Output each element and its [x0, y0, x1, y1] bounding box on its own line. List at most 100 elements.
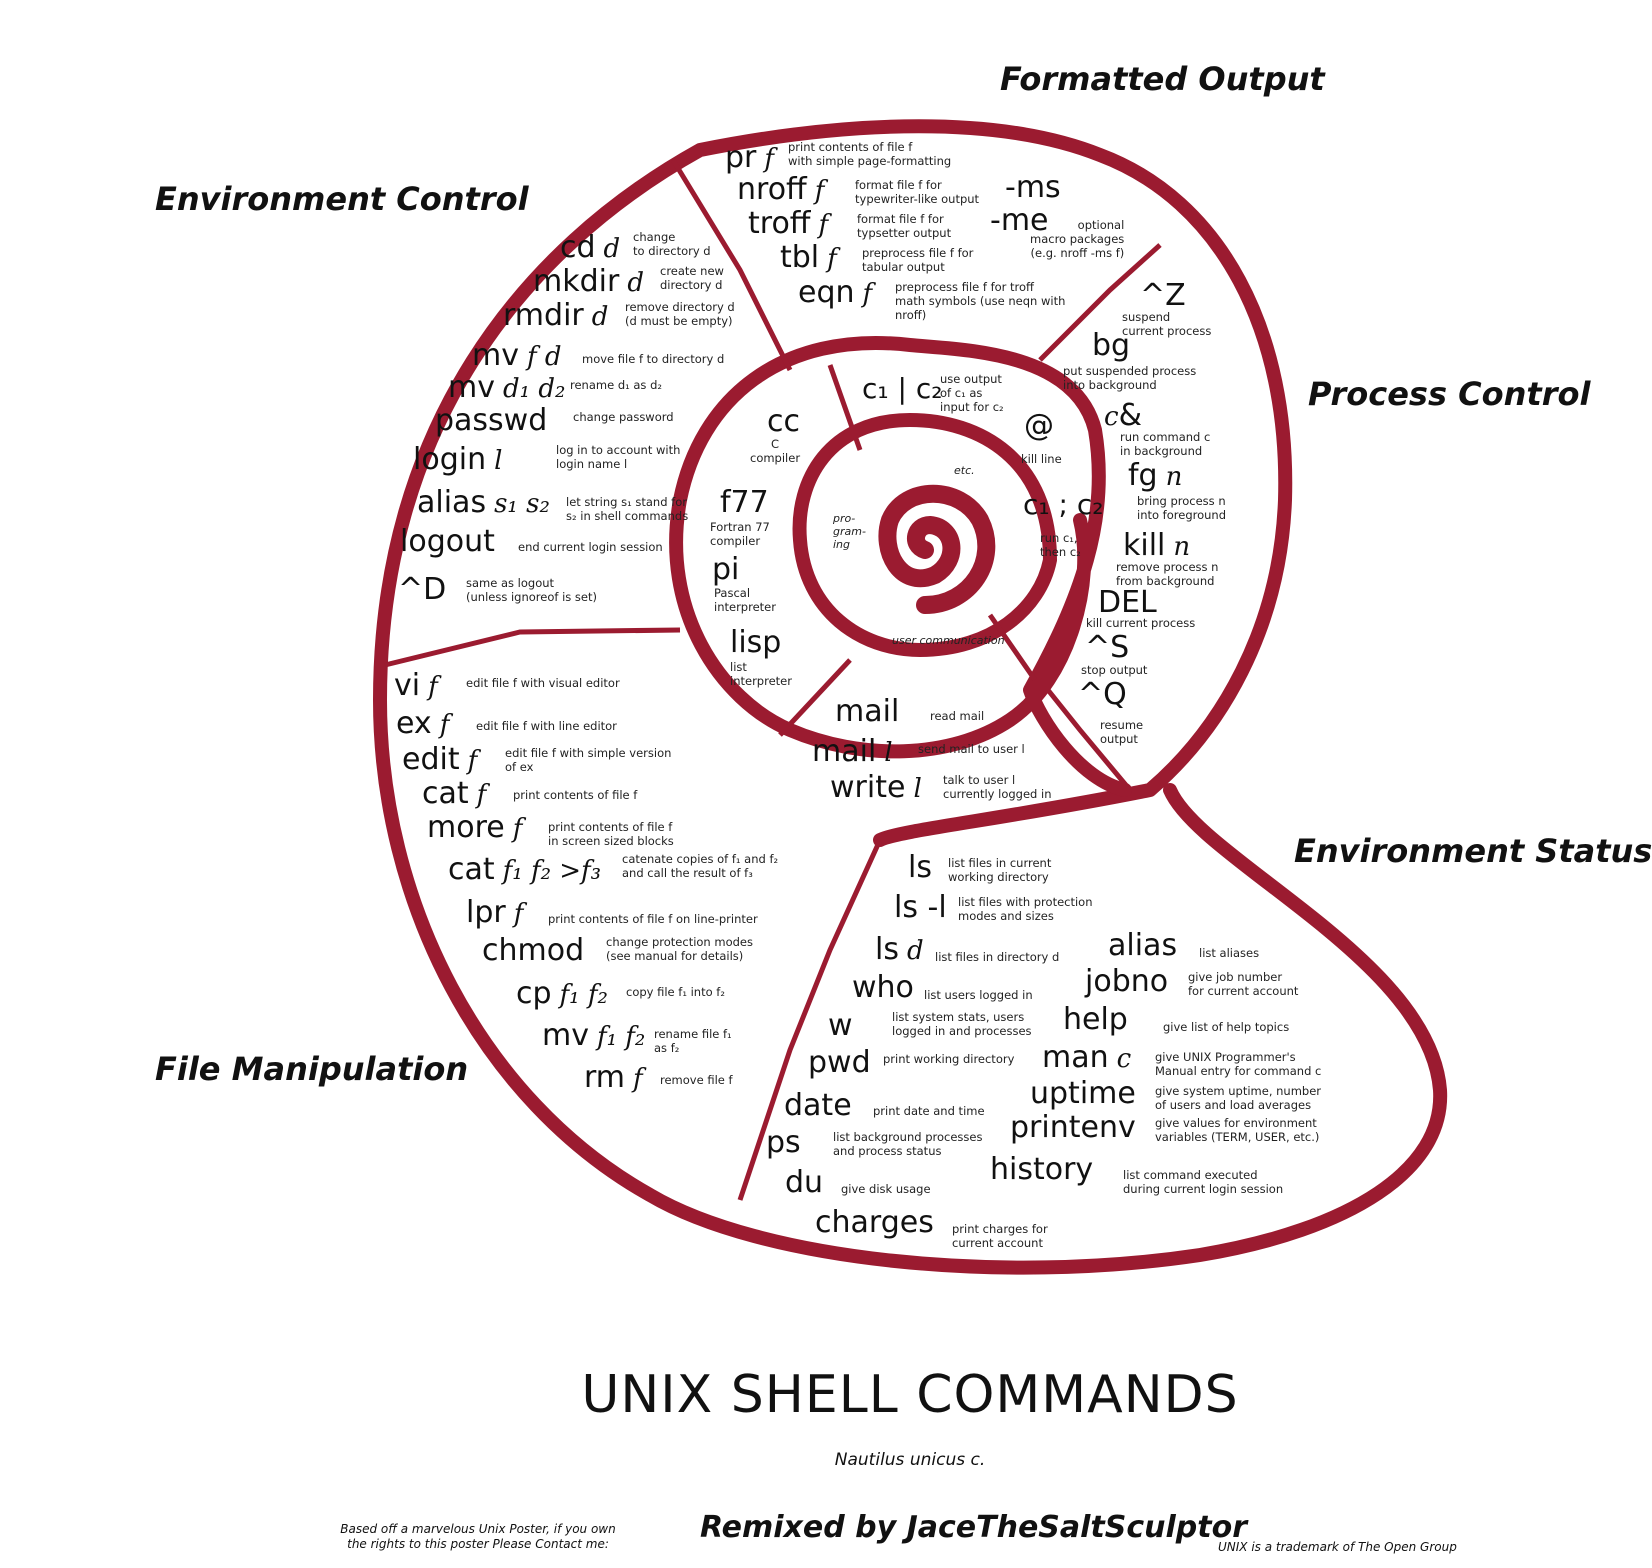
cmd-printenv: printenv	[1010, 1110, 1136, 1145]
desc-cp: copy file f₁ into f₂	[626, 985, 725, 999]
section-environment-status: Environment Status	[1294, 832, 1652, 870]
cmd-del: DEL	[1098, 585, 1157, 620]
desc-f77: Fortran 77 compiler	[710, 520, 770, 548]
desc-jobno: give job number for current account	[1188, 970, 1299, 998]
desc-bg: put suspended process into background	[1063, 364, 1197, 392]
desc-date: print date and time	[873, 1104, 985, 1118]
desc-edit: edit file f with simple version of ex	[505, 746, 672, 774]
cmd-ctrl-q: ^Q	[1078, 677, 1127, 712]
cmd-ctrl-d: ^D	[398, 572, 447, 607]
desc-mail-l: send mail to user l	[918, 742, 1025, 756]
cmd-ls: ls	[908, 850, 932, 885]
desc-chmod: change protection modes (see manual for …	[606, 935, 753, 963]
desc-cc: C compiler	[750, 437, 801, 465]
cmd-pipe: c₁ | c₂	[862, 372, 943, 405]
desc-rm: remove file f	[660, 1073, 733, 1087]
desc-cat3: catenate copies of f₁ and f₂ and call th…	[622, 852, 779, 880]
desc-ctrl-z: suspend current process	[1122, 310, 1212, 338]
inner-whorl	[792, 413, 1057, 657]
desc-ctrl-d: same as logout (unless ignoreof is set)	[466, 576, 597, 604]
desc-mv-ff: rename file f₁ as f₂	[654, 1027, 732, 1055]
cmd-jobno: jobno	[1085, 964, 1169, 999]
desc-pwd: print working directory	[883, 1052, 1015, 1066]
desc-uptime: give system uptime, number of users and …	[1155, 1084, 1322, 1112]
desc-ex: edit file f with line editor	[476, 719, 617, 733]
cmd-ls-l: ls -l	[894, 890, 947, 925]
poster-subtitle: Nautilus unicus c.	[834, 1450, 986, 1470]
trademark-note: UNIX is a trademark of The Open Group	[1218, 1540, 1457, 1554]
desc-lpr: print contents of file f on line-printer	[548, 912, 758, 926]
desc-cd: change to directory d	[633, 230, 711, 258]
cmd-du: du	[785, 1165, 824, 1200]
outer-shell-outline	[373, 119, 1448, 1275]
desc-me: optional macro packages (e.g. nroff -ms …	[1030, 218, 1125, 260]
label-user-communication: user communication	[892, 634, 1005, 647]
desc-pipe: use output of c₁ as input for c₂	[940, 372, 1004, 414]
septum-inner-2	[778, 658, 852, 737]
desc-help: give list of help topics	[1163, 1020, 1290, 1034]
desc-cat: print contents of file f	[513, 788, 638, 802]
cmd-ctrl-s: ^S	[1085, 630, 1130, 665]
cmd-passwd: passwd	[435, 403, 548, 438]
cmd-me: -me	[990, 203, 1049, 238]
desc-login: log in to account with login name l	[556, 443, 681, 471]
desc-man: give UNIX Programmer's Manual entry for …	[1155, 1050, 1322, 1078]
desc-nroff: format file f for typewriter-like output	[855, 178, 980, 206]
label-etc: etc.	[954, 464, 975, 477]
cmd-amp: c&	[1104, 398, 1142, 433]
cmd-who: who	[852, 970, 914, 1005]
cmd-ms: -ms	[1005, 170, 1061, 205]
desc-write: talk to user l currently logged in	[943, 773, 1052, 801]
desc-amp: run command c in background	[1120, 430, 1211, 458]
cmd-at: @	[1024, 408, 1054, 443]
cmd-logout: logout	[400, 524, 495, 559]
desc-who: list users logged in	[924, 988, 1033, 1002]
middle-whorl	[669, 336, 1132, 797]
cmd-bg: bg	[1092, 328, 1131, 363]
section-formatted-output: Formatted Output	[1000, 60, 1325, 98]
desc-alias-s: let string s₁ stand for s₂ in shell comm…	[566, 495, 689, 523]
septum-formatted-env	[670, 158, 793, 372]
cmd-w: w	[828, 1008, 853, 1043]
desc-troff: format file f for typsetter output	[857, 212, 952, 240]
cmd-uptime: uptime	[1030, 1076, 1136, 1111]
cmd-ctrl-z: ^Z	[1140, 278, 1186, 313]
cmd-charges: charges	[815, 1205, 934, 1240]
desc-kill: remove process n from background	[1116, 560, 1219, 588]
desc-ctrl-q: resume output	[1100, 718, 1144, 746]
desc-charges: print charges for current account	[952, 1222, 1048, 1250]
desc-history: list command executed during current log…	[1123, 1168, 1284, 1196]
attribution-note: Based off a marvelous Unix Poster, if yo…	[340, 1522, 616, 1551]
desc-alias: list aliases	[1199, 946, 1260, 960]
desc-semicolon: run c₁, then c₂	[1040, 531, 1081, 559]
septum-inner-1	[827, 364, 863, 451]
desc-ls: list files in current working directory	[948, 856, 1052, 884]
cmd-f77: f77	[720, 485, 769, 520]
label-programming: pro- gram- ing	[833, 512, 866, 551]
desc-pr: print contents of file f with simple pag…	[788, 140, 952, 168]
desc-printenv: give values for environment variables (T…	[1155, 1116, 1320, 1144]
cmd-pwd: pwd	[808, 1045, 871, 1080]
